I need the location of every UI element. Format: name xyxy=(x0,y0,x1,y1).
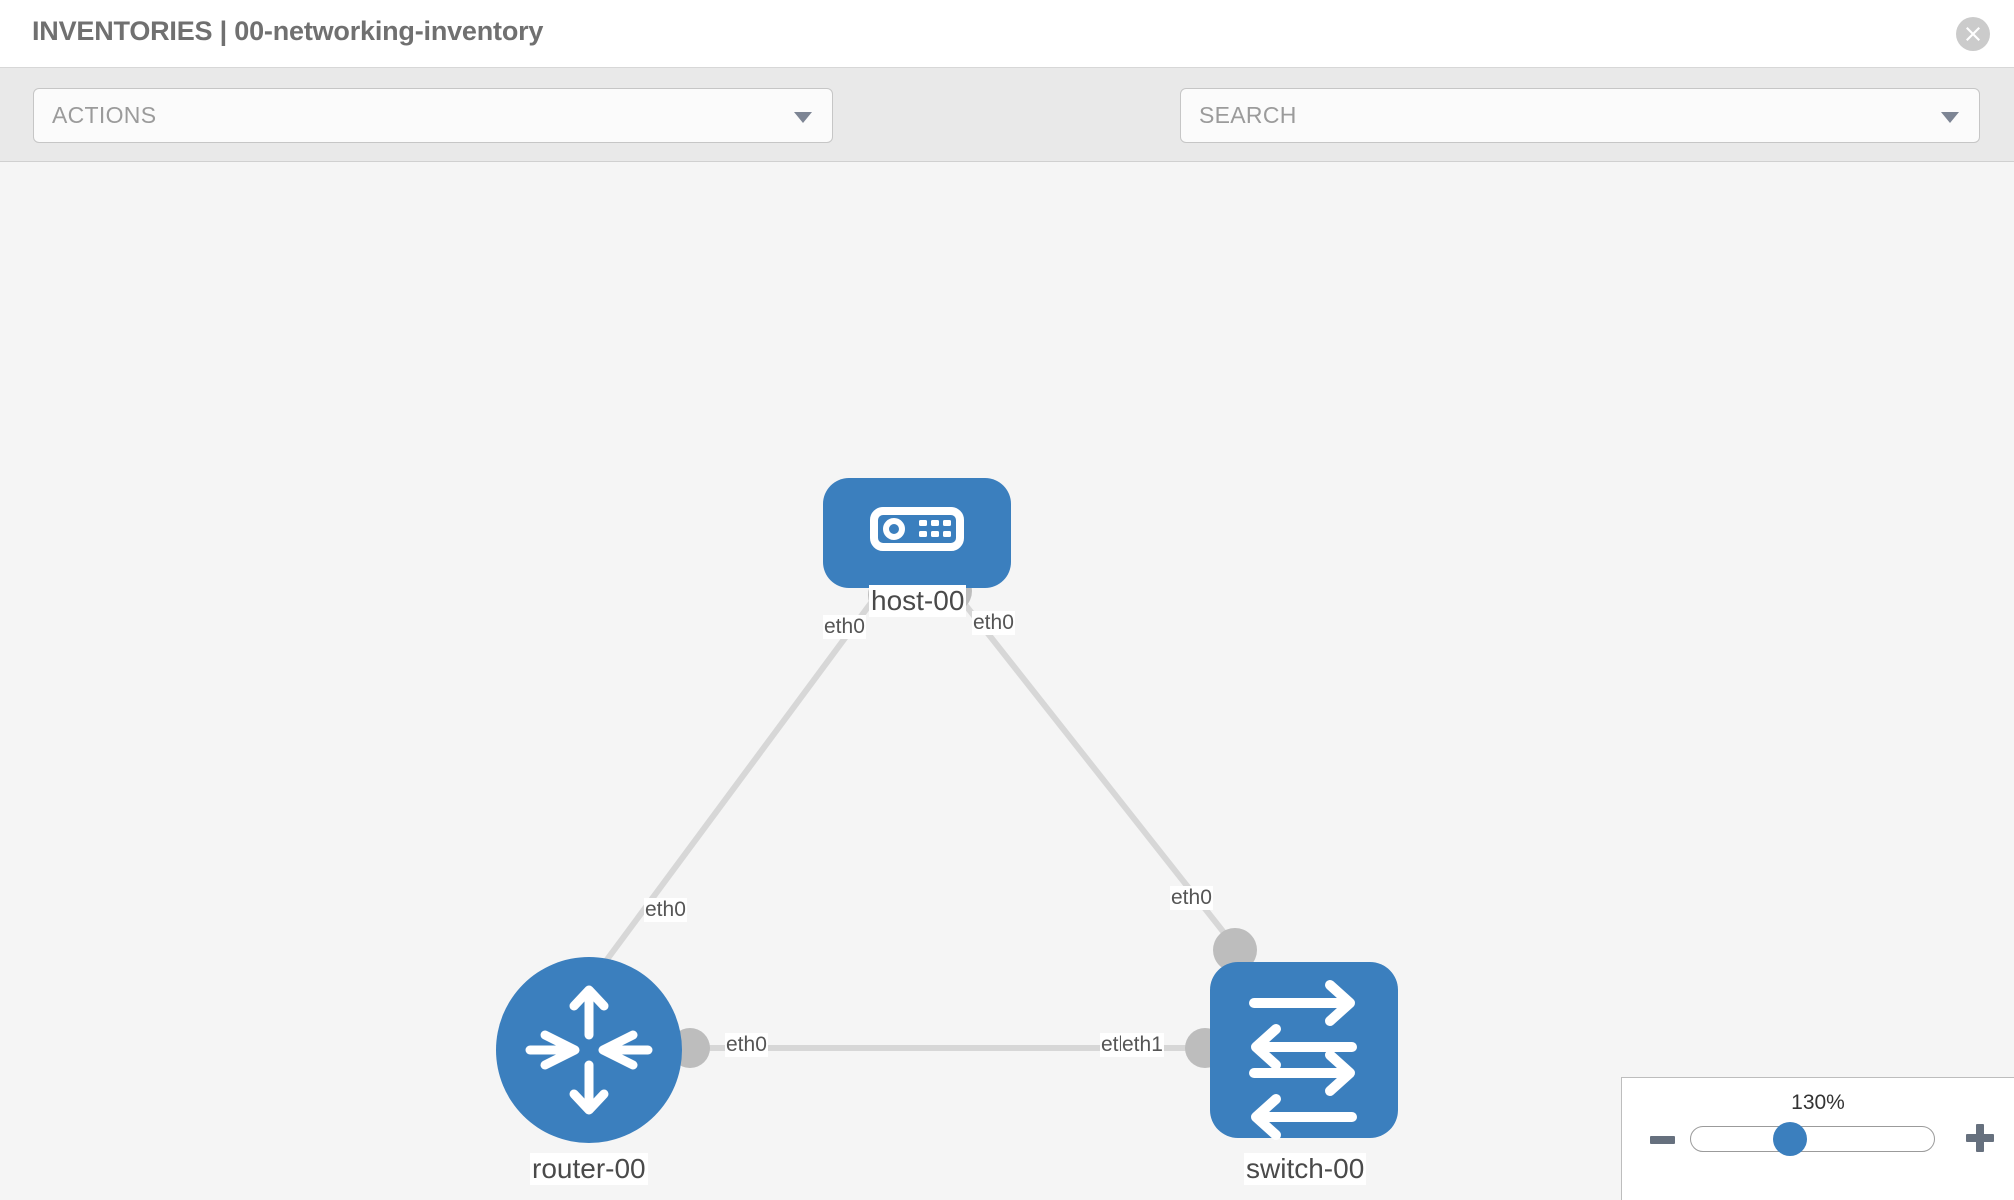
node-router-00[interactable] xyxy=(496,957,682,1143)
topology-canvas[interactable]: host-00 router-00 switch-00 eth0 eth0 et… xyxy=(0,163,2014,1200)
zoom-control-panel: 130% xyxy=(1621,1077,2014,1200)
iface-label-router00-right: eth0 xyxy=(725,1033,768,1058)
page-title: INVENTORIES | 00-networking-inventory xyxy=(32,16,544,46)
search-input[interactable]: SEARCH xyxy=(1180,88,1980,143)
iface-label-host00-left: eth0 xyxy=(823,615,866,640)
link-host00-router00[interactable] xyxy=(597,586,885,971)
close-button[interactable] xyxy=(1956,17,1990,51)
iface-label-host00-right: eth0 xyxy=(972,611,1015,636)
zoom-in-button[interactable] xyxy=(1966,1124,1994,1152)
node-host-00[interactable] xyxy=(823,478,1011,588)
chevron-down-icon xyxy=(794,112,812,123)
close-icon xyxy=(1966,27,1980,41)
page-header: INVENTORIES | 00-networking-inventory xyxy=(0,0,2014,68)
zoom-level-value: 130% xyxy=(1791,1091,1845,1114)
node-switch-00[interactable] xyxy=(1210,962,1398,1140)
zoom-out-button[interactable] xyxy=(1650,1136,1675,1144)
search-chevron-down-icon[interactable] xyxy=(1941,112,1959,123)
connectors-layer xyxy=(670,569,1257,1068)
node-label-host-00: host-00 xyxy=(869,585,967,618)
toolbar: ACTIONS SEARCH xyxy=(0,68,2014,195)
iface-label-router00-up: eth0 xyxy=(644,898,687,923)
node-label-router-00: router-00 xyxy=(530,1153,648,1186)
node-label-switch-00: switch-00 xyxy=(1244,1153,1367,1186)
search-placeholder: SEARCH xyxy=(1199,102,1297,128)
server-icon xyxy=(870,507,964,551)
connector-switch00-top xyxy=(1213,928,1257,972)
actions-dropdown[interactable]: ACTIONS xyxy=(33,88,833,143)
links-layer xyxy=(597,586,1243,1051)
zoom-slider-handle[interactable] xyxy=(1773,1122,1807,1156)
topology-graph xyxy=(496,478,1398,1143)
iface-label-switch00-up: eth0 xyxy=(1170,886,1213,911)
switch-arrows-icon xyxy=(1249,980,1357,1140)
iface-label-switch00-left-eth1: eth1 xyxy=(1121,1033,1164,1058)
actions-dropdown-label: ACTIONS xyxy=(52,102,157,128)
zoom-slider-track[interactable] xyxy=(1690,1126,1935,1152)
router-arrows-icon xyxy=(525,985,653,1115)
